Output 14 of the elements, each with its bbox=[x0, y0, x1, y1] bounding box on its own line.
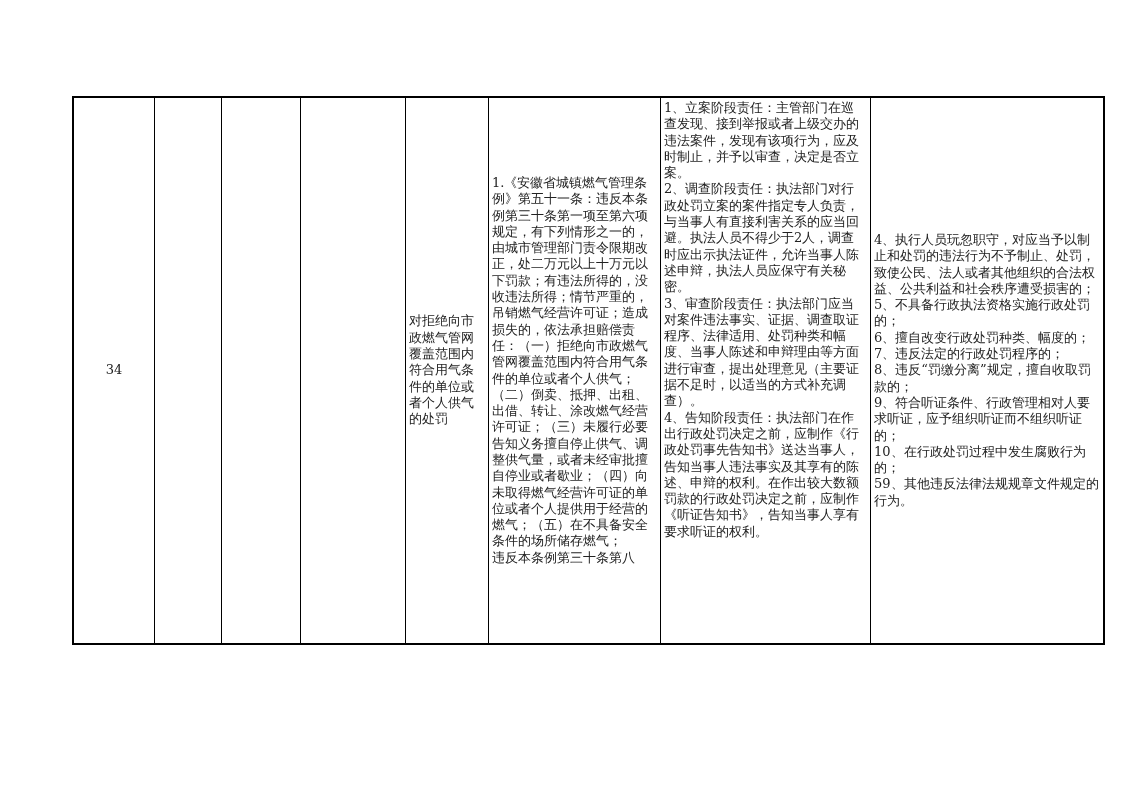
cell-paragraph: 2、调查阶段责任：执法部门对行政处罚立案的案件指定专人负责，与当事人有直接利害关系的应当回避。执法人员不得少于2人，调查时应出示执法证件，允许当事人陈述申辩，执法人员应保守有关秘密。 bbox=[664, 181, 860, 296]
cell-paragraph: 1.《安徽省城镇燃气管理条例》第五十一条：违反本条例第三十条第一项至第六项规定，有下列情形之一的，由城市管理部门责令限期改正，处二万元以上十万元以下罚款；有违法所得的，没收违法所得；情节严重的，吊销燃气经营许可证；造成损失的，依法承担赔偿责任：（一）拒绝向市政燃气管网覆盖范围内符合用气条件的单位或者个人供气；（二）倒卖、抵押、出租、出借、转让、涂改燃气经营许可证；（三）未履行必要告知义务擅自停止供气、调整供气量，或者未经审批擅自停业或者歇业；（四）向未取得燃气经营许可证的单位或者个人提供用于经营的燃气；（五）在不具备安全条件的场所储存燃气； bbox=[492, 174, 649, 550]
cell-paragraph: 违反本条例第三十条第八 bbox=[492, 549, 636, 567]
cell-paragraph: 4、告知阶段责任：执法部门在作出行政处罚决定之前，应制作《行政处罚事先告知书》送达当事人，告知当事人违法事实及其享有的陈述、申辩的权利。在作出较大数额罚款的行政处罚决定之前，应制作《听证告知书》，告知当事人享有要求听证的权利。 bbox=[664, 409, 860, 540]
cell-paragraph: 4、执行人员玩忽职守，对应当予以制止和处罚的违法行为不予制止、处罚，致使公民、法人或者其他组织的合法权益、公共利益和社会秩序遭受损害的； bbox=[874, 231, 1096, 298]
cell-paragraph: 8、违反“罚缴分离”规定，擅自收取罚款的； bbox=[874, 362, 1092, 395]
cell-paragraph: 10、在行政处罚过程中发生腐败行为的； bbox=[874, 443, 1087, 477]
cell-paragraph: 6、擅自改变行政处罚种类、幅度的； bbox=[874, 329, 1092, 347]
cell-paragraph: 9、符合听证条件、行政管理相对人要求听证，应予组织听证而不组织听证的； bbox=[874, 394, 1092, 444]
cell-paragraph: 3、审查阶段责任：执法部门应当对案件违法事实、证据、调查取证程序、法律适用、处罚种类和幅度、当事人陈述和申辩理由等方面进行审查，提出处理意见（主要证据不足时，以适当的方式补充调查）。 bbox=[664, 295, 860, 410]
cell-paragraph: 7、违反法定的行政处罚程序的； bbox=[874, 346, 1066, 363]
cell-paragraph: 1、立案阶段责任：主管部门在巡查发现、接到举报或者上级交办的违法案件，发现有该项行为，应及时制止，并予以审查，决定是否立案。 bbox=[664, 100, 860, 182]
cell-paragraph: 5、不具备行政执法资格实施行政处罚的； bbox=[874, 297, 1092, 330]
cell-paragraph: 59、其他违反法律法规规章文件规定的行为。 bbox=[874, 476, 1100, 509]
